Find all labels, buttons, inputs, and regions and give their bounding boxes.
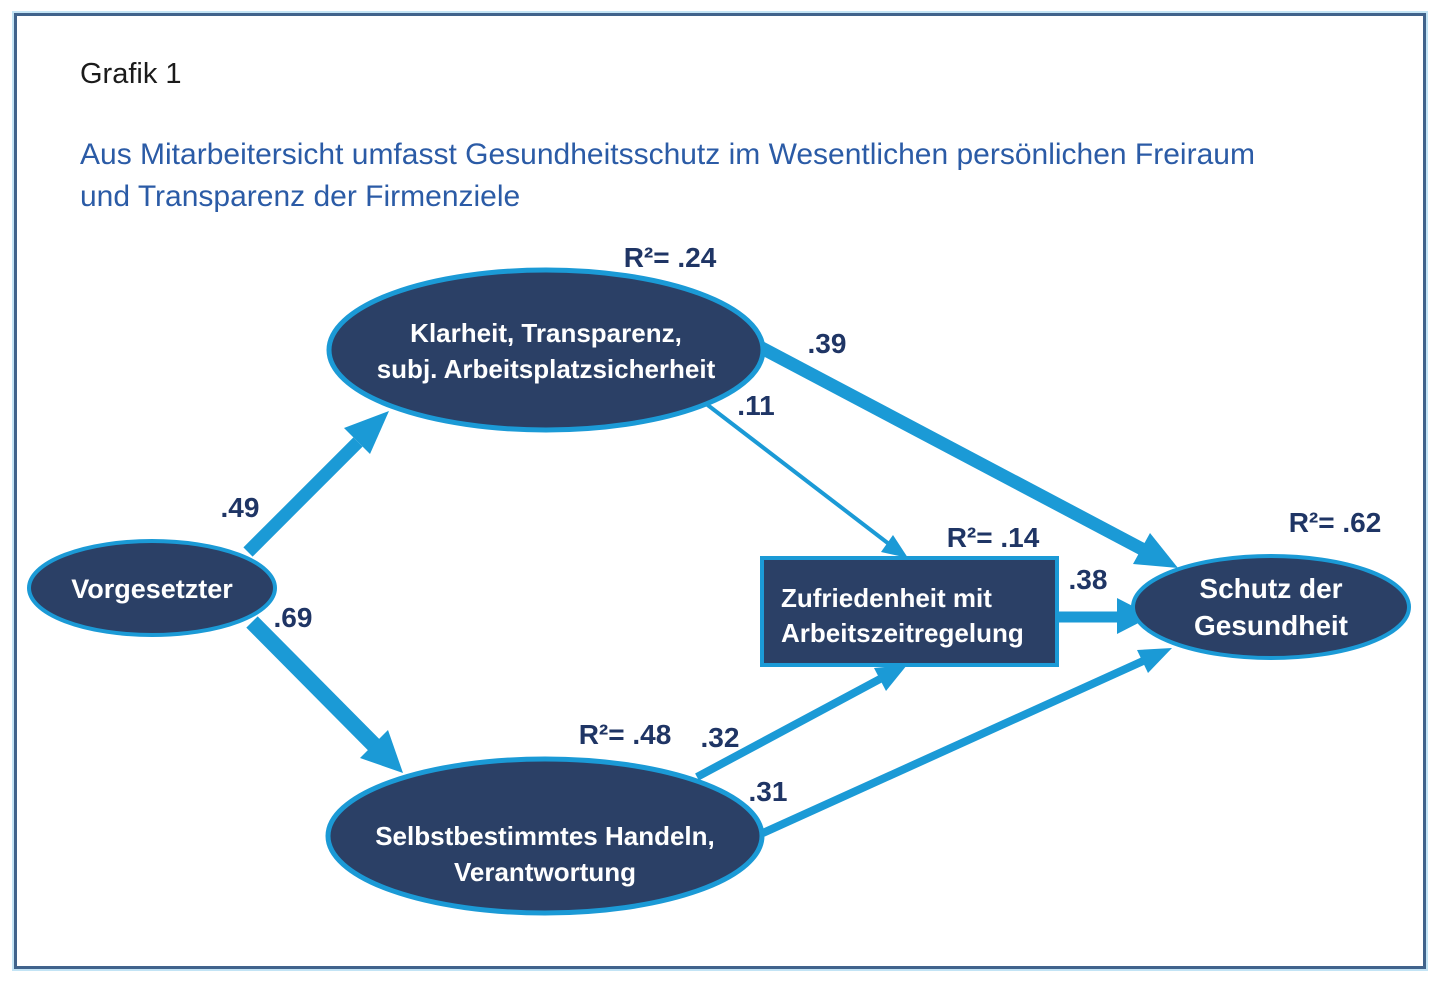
node-zufriedenheit: Zufriedenheit mit Arbeitszeitregelung <box>760 556 1059 667</box>
node-schutz-label-line2: Gesundheit <box>1194 610 1348 641</box>
r2-label-zufriedenheit: R²= .14 <box>947 522 1040 553</box>
edge-vorgesetzter-klarheit <box>243 411 389 557</box>
node-klarheit-label-line2: subj. Arbeitsplatzsicherheit <box>377 354 716 384</box>
coef-label-38: .38 <box>1069 564 1108 595</box>
edge-selbstbestimmt-zufriedenheit <box>695 665 907 781</box>
r2-label-schutz: R²= .62 <box>1289 507 1382 538</box>
node-schutz: Schutz der Gesundheit <box>1131 554 1411 660</box>
node-vorgesetzter-label: Vorgesetzter <box>71 574 233 604</box>
node-schutz-label-line1: Schutz der <box>1199 573 1342 604</box>
node-zufriedenheit-label-line1: Zufriedenheit mit <box>781 583 992 613</box>
page-subtitle: Aus Mitarbeitersicht umfasst Gesundheits… <box>80 138 1255 213</box>
node-klarheit-label-line1: Klarheit, Transparenz, <box>410 318 682 348</box>
edge-klarheit-zufriedenheit <box>703 401 908 558</box>
node-vorgesetzter: Vorgesetzter <box>27 539 277 637</box>
coef-label-32: .32 <box>701 722 740 753</box>
node-selbstbestimmt: Selbstbestimmtes Handeln, Verantwortung <box>325 756 765 916</box>
edge-klarheit-schutz <box>754 340 1178 568</box>
coef-label-69: .69 <box>274 602 313 633</box>
node-selbstbestimmt-label-line2: Verantwortung <box>454 857 636 887</box>
coef-label-49: .49 <box>221 492 260 523</box>
coef-label-31: .31 <box>749 776 788 807</box>
edge-selbstbestimmt-schutz <box>761 648 1172 837</box>
edge-vorgesetzter-selbstbestimmt <box>246 616 403 773</box>
node-klarheit: Klarheit, Transparenz, subj. Arbeitsplat… <box>326 267 766 433</box>
page-title: Grafik 1 <box>80 58 182 90</box>
r2-label-klarheit: R²= .24 <box>624 242 717 273</box>
node-zufriedenheit-label-line2: Arbeitszeitregelung <box>781 618 1024 648</box>
coef-label-39: .39 <box>808 328 847 359</box>
node-selbstbestimmt-label-line1: Selbstbestimmtes Handeln, <box>375 821 715 851</box>
r2-label-selbstbestimmt: R²= .48 <box>579 719 672 750</box>
coef-label-11: .11 <box>737 390 774 421</box>
